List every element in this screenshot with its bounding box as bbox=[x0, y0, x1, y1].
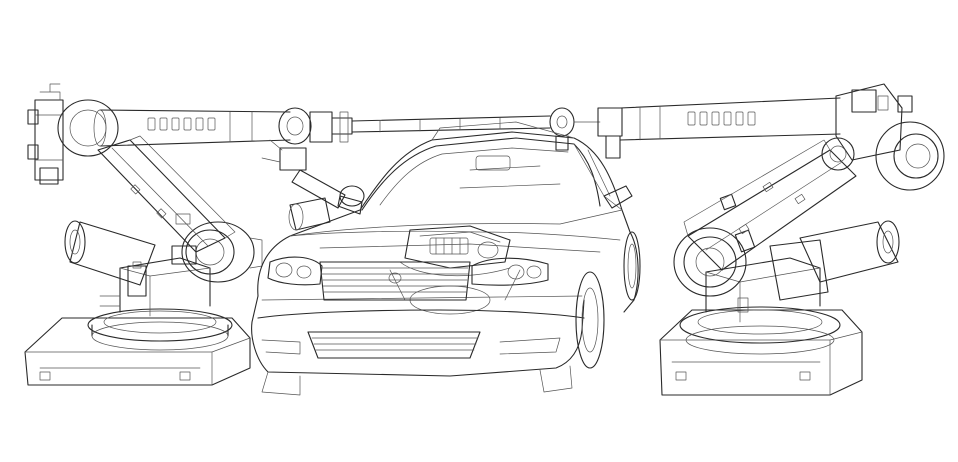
car-bumper bbox=[257, 309, 585, 359]
left-robot-turret bbox=[99, 257, 211, 317]
left-robot-base bbox=[24, 308, 251, 386]
right-robot-turret bbox=[705, 239, 829, 323]
car-body bbox=[251, 131, 639, 396]
car-wheels bbox=[575, 231, 641, 369]
left-robot-arm bbox=[24, 83, 365, 386]
left-robot-lower-arm bbox=[97, 135, 236, 253]
right-robot-base bbox=[659, 306, 863, 396]
car-grille bbox=[319, 261, 471, 301]
right-robot-lower-arm bbox=[683, 139, 857, 271]
car-windshield bbox=[361, 121, 623, 211]
left-robot-elbow bbox=[27, 83, 119, 185]
right-robot-shoulder bbox=[673, 193, 756, 297]
left-robot-shoulder bbox=[171, 221, 263, 283]
right-robot-upper-arm bbox=[619, 97, 841, 141]
right-robot-counterweight bbox=[799, 220, 900, 283]
overhead-rail bbox=[351, 107, 623, 159]
car bbox=[251, 121, 641, 396]
left-robot-tool-head bbox=[261, 107, 365, 231]
car-hood bbox=[289, 230, 621, 253]
left-robot-upper-arm bbox=[93, 109, 291, 147]
right-robot-arm bbox=[619, 83, 945, 396]
car-engine bbox=[389, 225, 521, 315]
left-robot-counterweight bbox=[64, 220, 156, 286]
car-headlights bbox=[267, 256, 549, 286]
right-robot-elbow bbox=[821, 83, 945, 191]
car-side-mirror bbox=[337, 185, 633, 215]
